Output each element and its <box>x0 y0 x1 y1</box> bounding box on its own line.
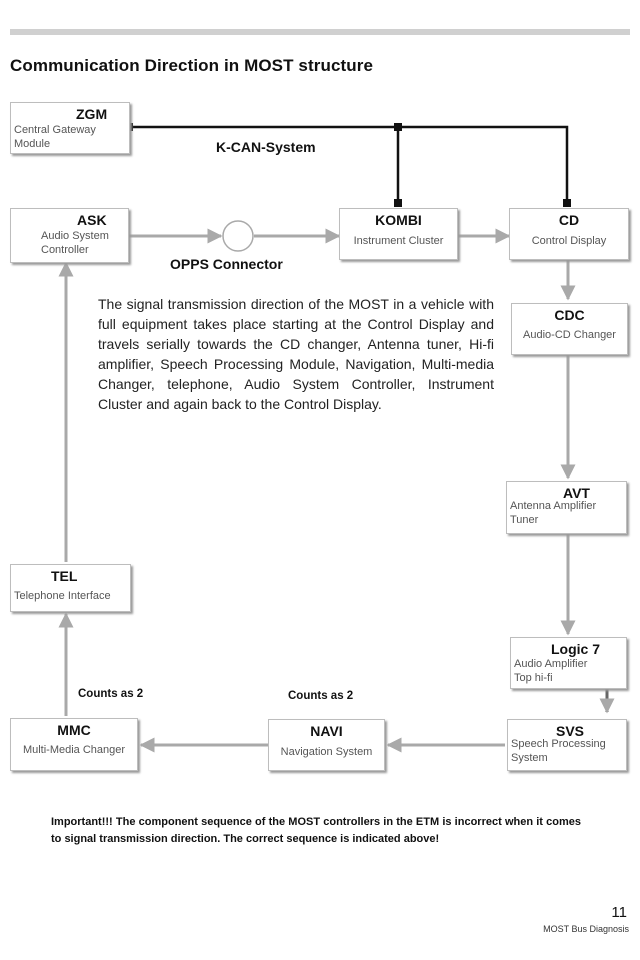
module-ask-abbr: ASK <box>77 212 107 228</box>
module-mmc-abbr: MMC <box>57 722 91 738</box>
module-navi-desc-line: Navigation System <box>280 746 373 758</box>
k-can-nodes <box>125 123 571 207</box>
important-note: Important!!! The component sequence of t… <box>51 816 581 845</box>
module-svs-abbr: SVS <box>556 723 585 739</box>
module-logic7-desc-line: Top hi-fi <box>514 672 553 684</box>
module-svs-desc-line: Speech Processing <box>511 738 606 750</box>
module-avt: AVT Antenna Amplifier Tuner <box>506 481 627 534</box>
module-avt-abbr: AVT <box>563 485 590 501</box>
module-logic7-desc-line: Audio Amplifier <box>514 658 588 670</box>
module-ask-desc-line: Controller <box>41 244 89 256</box>
module-cd-desc: Control Display <box>510 234 628 248</box>
module-zgm-desc: Central Gateway Module <box>14 123 96 151</box>
opps-connector-label: OPPS Connector <box>170 256 283 272</box>
module-svs-desc-line: System <box>511 752 548 764</box>
footer-title: MOST Bus Diagnosis <box>543 924 629 934</box>
counts-label-mmc: Counts as 2 <box>78 688 144 700</box>
module-navi: NAVI Navigation System <box>268 719 385 771</box>
counts-label-navi: Counts as 2 <box>288 690 354 702</box>
module-logic7: Logic 7 Audio Amplifier Top hi-fi <box>510 637 627 689</box>
module-cdc-desc: Audio-CD Changer <box>512 328 627 342</box>
module-svs: SVS Speech Processing System <box>507 719 627 771</box>
module-navi-desc: Navigation System <box>269 745 384 759</box>
module-avt-desc-line: Antenna Amplifier <box>510 500 597 512</box>
module-avt-desc: Antenna Amplifier Tuner <box>510 499 596 527</box>
module-zgm: ZGM Central Gateway Module <box>10 102 130 154</box>
page-number: 11 <box>611 904 627 921</box>
module-mmc-desc-line: Multi-Media Changer <box>22 744 126 756</box>
module-cd-desc-line: Control Display <box>531 235 607 247</box>
header-rule <box>10 29 630 35</box>
module-ask: ASK Audio System Controller <box>10 208 129 263</box>
bus-node-cd <box>563 199 571 207</box>
bus-node-junction <box>394 123 402 131</box>
module-mmc-desc: Multi-Media Changer <box>11 743 137 757</box>
module-kombi-desc: Instrument Cluster <box>340 234 457 248</box>
module-cd: CD Control Display <box>509 208 629 260</box>
module-kombi: KOMBI Instrument Cluster <box>339 208 458 260</box>
module-tel: TEL Telephone Interface <box>10 564 131 612</box>
most-ring <box>58 228 576 753</box>
k-can-label: K-CAN-System <box>216 139 316 155</box>
page-title: Communication Direction in MOST structur… <box>10 56 374 75</box>
module-navi-abbr: NAVI <box>310 723 343 739</box>
module-zgm-desc-line: Module <box>14 138 51 150</box>
module-mmc: MMC Multi-Media Changer <box>10 718 138 771</box>
module-cdc-desc-line: Audio-CD Changer <box>523 329 616 341</box>
module-ask-desc: Audio System Controller <box>41 229 109 257</box>
module-kombi-abbr: KOMBI <box>375 212 422 228</box>
module-zgm-abbr: ZGM <box>76 106 108 122</box>
module-logic7-abbr: Logic 7 <box>551 641 601 657</box>
module-tel-desc: Telephone Interface <box>14 589 111 603</box>
bus-node-kombi <box>394 199 402 207</box>
description-paragraph: The signal transmission direction of the… <box>98 296 494 412</box>
module-avt-desc-line: Tuner <box>510 514 539 526</box>
k-can-bus <box>129 125 569 203</box>
module-cd-abbr: CD <box>558 212 580 228</box>
module-svs-desc: Speech Processing System <box>511 737 606 765</box>
module-logic7-desc: Audio Amplifier Top hi-fi <box>514 657 587 685</box>
module-kombi-desc-line: Instrument Cluster <box>353 235 444 247</box>
module-cdc-abbr: CDC <box>554 307 585 323</box>
module-ask-desc-line: Audio System <box>41 230 109 242</box>
opps-connector-icon <box>222 220 254 252</box>
module-zgm-desc-line: Central Gateway <box>14 124 96 136</box>
module-tel-desc-line: Telephone Interface <box>14 590 111 602</box>
module-cdc: CDC Audio-CD Changer <box>511 303 628 355</box>
module-tel-abbr: TEL <box>51 568 78 584</box>
